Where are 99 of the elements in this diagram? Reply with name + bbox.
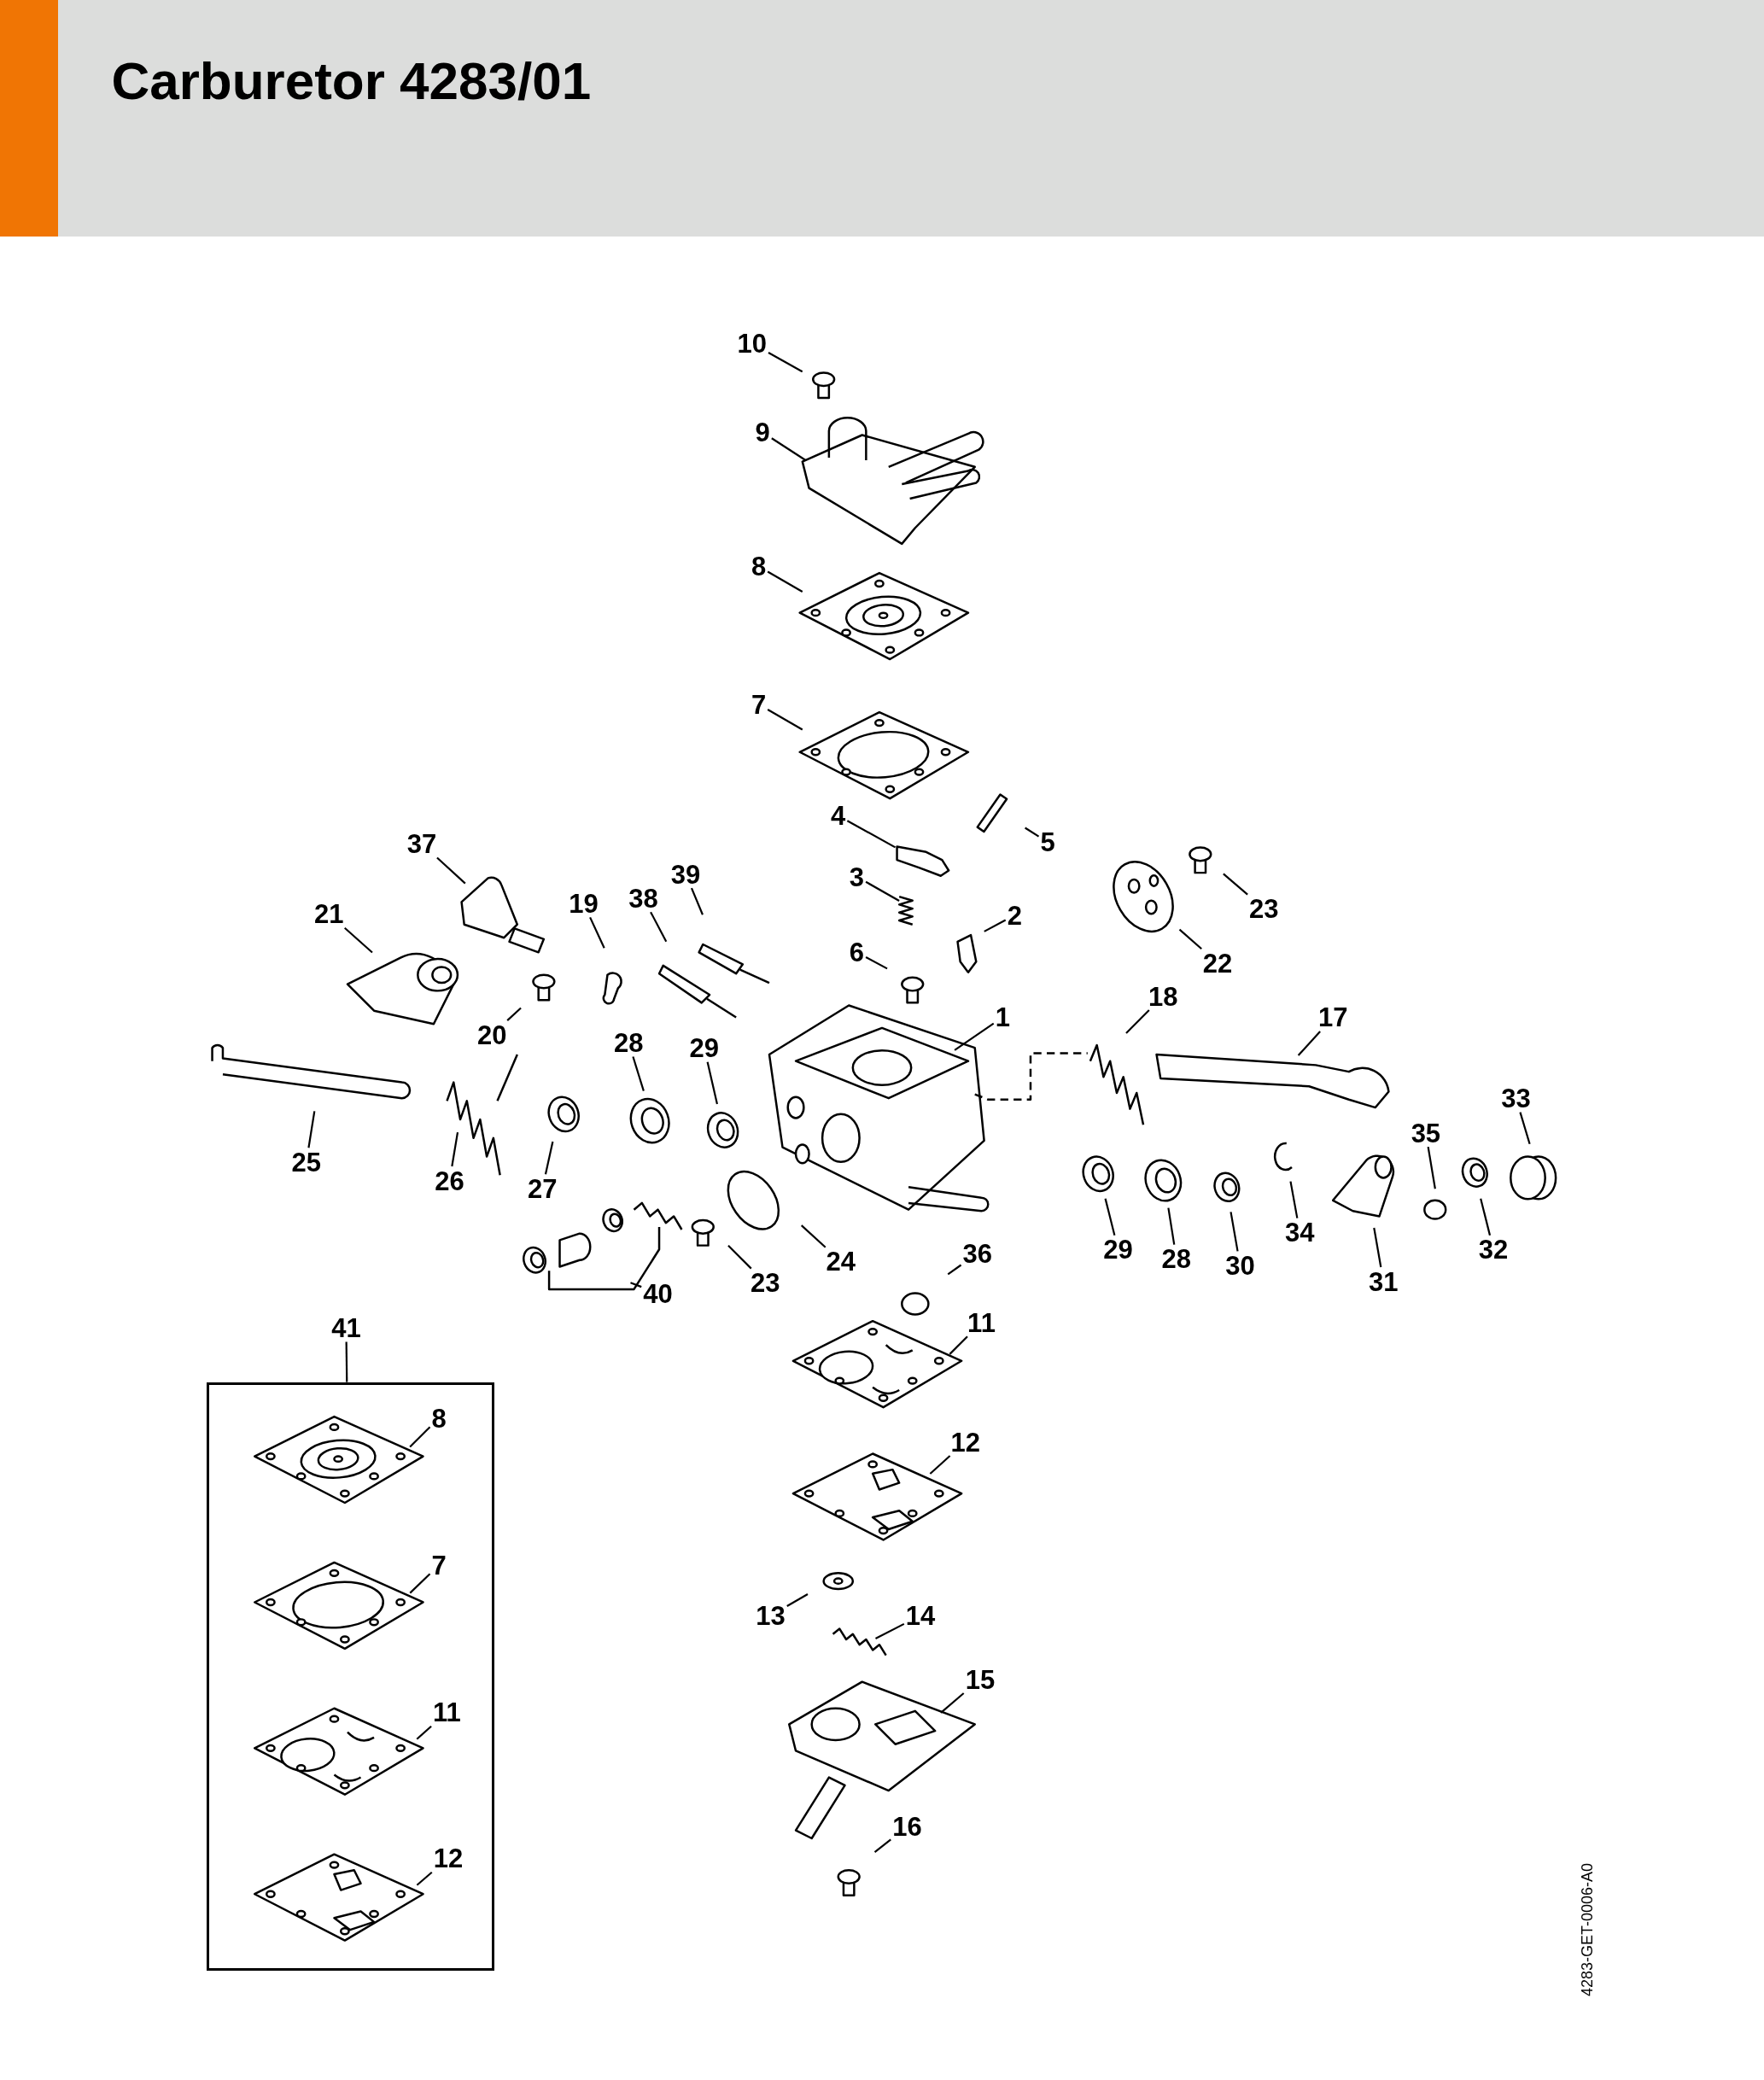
callout-number: 20	[476, 1020, 509, 1049]
callout-number: 39	[669, 860, 703, 889]
callout-number: 19	[567, 889, 600, 918]
leader-line	[767, 570, 803, 593]
leader-line	[630, 1282, 642, 1288]
callout-number: 17	[1316, 1002, 1350, 1031]
callout-number: 29	[1101, 1235, 1135, 1264]
callout-number: 29	[687, 1033, 721, 1062]
callout-number: 10	[735, 329, 768, 358]
leader-line	[409, 1426, 431, 1448]
leader-line	[954, 1022, 995, 1051]
leader-line	[416, 1871, 433, 1886]
callout-number: 27	[526, 1174, 559, 1203]
callout-number: 24	[824, 1247, 858, 1276]
leader-line	[786, 1593, 809, 1607]
leader-line	[874, 1622, 905, 1639]
callout-number: 7	[429, 1551, 448, 1580]
callout-number: 34	[1283, 1218, 1317, 1247]
leader-line	[706, 1061, 718, 1105]
callout-number: 28	[1159, 1244, 1194, 1273]
leader-line	[1025, 827, 1040, 838]
callout-number: 40	[641, 1279, 675, 1308]
leader-line	[1167, 1207, 1176, 1245]
callout-number: 31	[1366, 1267, 1400, 1296]
callout-number: 4	[829, 801, 848, 830]
callout-number: 8	[429, 1404, 448, 1433]
callout-number: 8	[749, 552, 768, 581]
leader-line	[307, 1111, 316, 1148]
callout-number: 23	[1247, 894, 1281, 923]
callout-number: 36	[961, 1239, 995, 1268]
leader-line	[1373, 1227, 1382, 1268]
leader-line	[800, 1224, 827, 1248]
leader-line	[984, 919, 1007, 932]
callout-number: 21	[312, 899, 346, 928]
leader-line	[1480, 1198, 1492, 1236]
callout-number: 5	[1038, 827, 1057, 856]
callout-number: 26	[433, 1166, 466, 1195]
leader-line	[846, 820, 897, 849]
title: Carburetor 4283/01	[111, 50, 592, 111]
callout-number: 12	[431, 1843, 465, 1873]
callout-number: 11	[966, 1308, 997, 1337]
leader-line	[727, 1245, 752, 1270]
callout-number: 37	[405, 829, 439, 858]
callout-number: 6	[847, 938, 867, 967]
callout-number: 12	[949, 1428, 983, 1456]
leader-line	[1104, 1198, 1116, 1236]
callout-number: 35	[1409, 1119, 1443, 1148]
callout-number: 13	[754, 1601, 787, 1630]
callout-number: 28	[612, 1028, 645, 1057]
leader-line	[1230, 1212, 1239, 1252]
reference-code: 4283-GET-0006-A0	[1578, 1863, 1597, 1997]
callout-number: 23	[749, 1268, 782, 1297]
leader-line	[690, 887, 704, 915]
leader-line	[1289, 1181, 1299, 1218]
leader-line	[650, 911, 668, 943]
leader-line	[1178, 928, 1202, 950]
leader-line	[865, 956, 888, 970]
leader-line	[873, 1838, 891, 1853]
callout-number: 14	[903, 1601, 937, 1630]
kit-frame	[207, 1382, 495, 1972]
callout-number: 16	[891, 1812, 924, 1841]
callout-number: 41	[330, 1313, 363, 1342]
leader-line	[1125, 1009, 1150, 1034]
leader-line	[767, 709, 803, 731]
callout-number: 2	[1005, 901, 1024, 930]
leader-line	[947, 1264, 962, 1276]
leader-line	[865, 880, 900, 902]
leader-line	[409, 1573, 431, 1594]
callout-number: 9	[753, 418, 772, 447]
callout-number: 18	[1147, 982, 1180, 1011]
callout-number: 38	[627, 884, 660, 913]
leader-line	[544, 1141, 554, 1175]
leader-line	[506, 1007, 522, 1021]
leader-line	[451, 1131, 459, 1167]
leader-line	[1519, 1112, 1531, 1145]
callout-number: 30	[1224, 1251, 1257, 1280]
leader-line	[940, 1692, 965, 1714]
leader-line	[1427, 1146, 1436, 1189]
callout-number: 11	[431, 1697, 463, 1727]
leader-line	[1223, 873, 1248, 896]
leader-line	[768, 352, 803, 373]
leader-line	[771, 437, 806, 461]
callout-number: 3	[847, 862, 867, 891]
leader-line	[589, 916, 605, 949]
leader-line	[344, 926, 373, 954]
leader-line	[929, 1455, 951, 1475]
callout-number: 22	[1200, 949, 1235, 978]
leader-line	[436, 856, 466, 885]
callout-number: 7	[749, 690, 768, 719]
callout-number: 15	[963, 1665, 997, 1694]
callout-number: 33	[1499, 1084, 1533, 1113]
leader-line	[416, 1725, 432, 1740]
leader-line	[345, 1341, 348, 1382]
leader-line	[949, 1335, 968, 1355]
leader-line	[1297, 1031, 1321, 1056]
callout-number: 25	[289, 1148, 324, 1177]
callout-number: 32	[1476, 1235, 1510, 1264]
leader-line	[632, 1056, 645, 1091]
callout-number: 1	[993, 1002, 1012, 1031]
